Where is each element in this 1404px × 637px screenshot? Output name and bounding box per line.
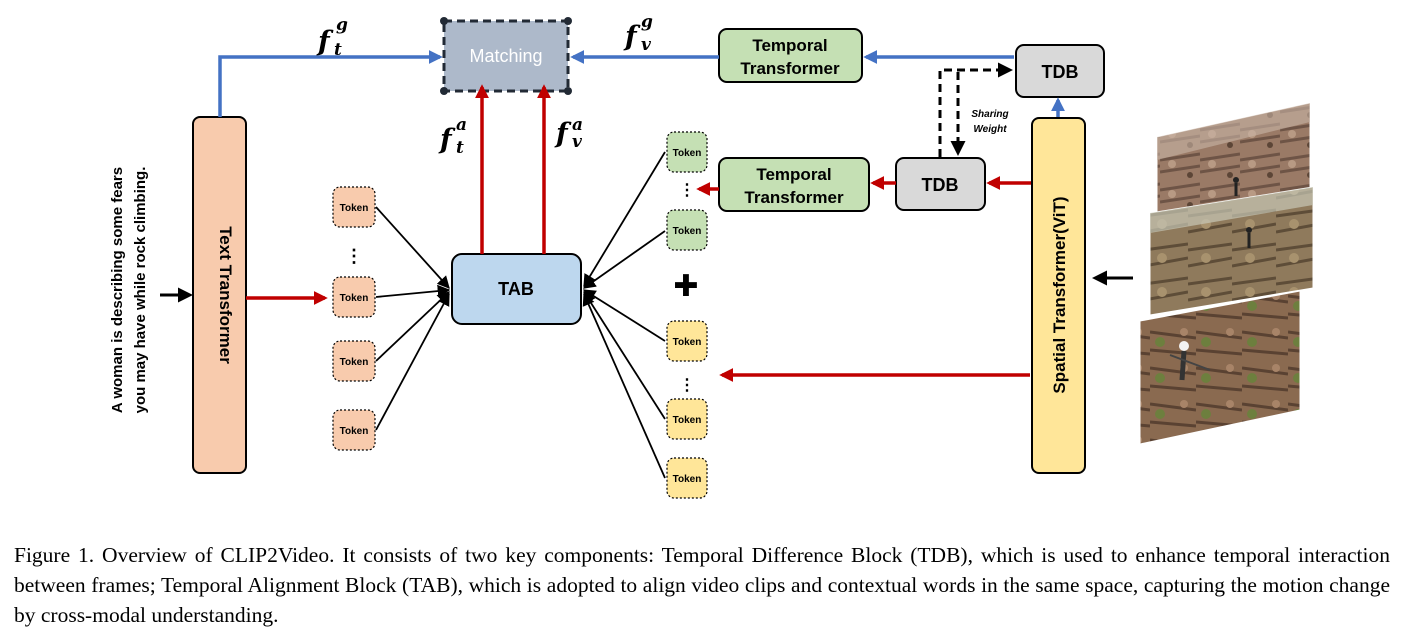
frame-token: Token [666,320,708,362]
input-sentence-line1: A woman is describing some fears [109,167,126,413]
label-f-v-g: f g v [623,12,653,55]
f-t-g-sub: t [334,40,342,60]
tdb-mid-block: TDB [895,157,986,211]
temporal-transformer-top: Temporal Transformer [718,28,863,83]
spatial-transformer-block: Spatial Transformer(ViT) [1031,117,1086,474]
f-t-a-sub: t [456,138,464,158]
motion-token: Token [666,131,708,173]
tdb-top-block: TDB [1015,44,1105,98]
input-sentence: A woman is describing some fears you may… [109,167,149,414]
text-token: Token [332,276,376,318]
text-token-label: Token [340,357,369,368]
label-f-v-a: f a v [554,115,583,152]
frame-token: Token [666,398,708,440]
label-f-t-a: f a t [438,115,467,158]
f-v-a-base: f [554,118,572,149]
temporal-transformer-mid: Temporal Transformer [718,157,870,212]
text-token-label: Token [340,293,369,304]
frame-token-label: Token [673,337,702,348]
frame-token: Token [666,457,708,499]
f-v-a-sup: a [572,115,583,135]
text-token: Token [332,340,376,382]
frame-token-ellipsis: ⋮ [679,377,695,394]
f-t-a-base: f [438,124,456,155]
tdb-mid-label: TDB [922,175,959,195]
f-t-g-sup: g [336,15,348,35]
video-frame-3 [1139,290,1301,445]
sharing-label-line2: Weight [973,124,1007,135]
f-v-g-sup: g [641,12,653,32]
temporal-top-line1: Temporal [752,36,827,55]
text-token-label: Token [340,426,369,437]
matching-block: Matching [440,17,572,95]
plus-icon: ✚ [673,269,698,304]
clip2video-diagram: Matching Text Transformer A woman is des… [109,12,1314,499]
tdb-top-label: TDB [1042,62,1079,82]
frame-token-label: Token [673,415,702,426]
f-v-g-base: f [623,21,641,52]
text-token: Token [332,186,376,228]
matching-label: Matching [469,46,542,66]
f-v-g-sub: v [641,35,652,55]
f-t-a-sup: a [456,115,467,135]
figure-caption: Figure 1. Overview of CLIP2Video. It con… [14,543,1390,627]
motion-token-ellipsis: ⋮ [679,182,695,199]
motion-tokens: Token ⋮ Token [666,131,708,251]
tab-label: TAB [498,279,534,299]
frame-token-label: Token [673,474,702,485]
motion-token-label: Token [673,148,702,159]
text-token-connectors [375,206,451,431]
text-token-label: Token [340,203,369,214]
sharing-label-line1: Sharing [971,109,1008,120]
text-token: Token [332,409,376,451]
f-v-a-sub: v [572,132,583,152]
arrow-text-global [218,50,443,117]
f-t-g-base: f [316,26,334,57]
temporal-top-line2: Transformer [740,59,840,78]
text-tokens: Token ⋮ Token Token Token [332,186,376,451]
video-token-connectors [582,151,666,479]
motion-token: Token [666,209,708,251]
text-transformer-label: Text Transformer [216,226,235,364]
text-transformer-block: Text Transformer [192,116,247,474]
label-f-t-g: f g t [316,15,348,60]
input-sentence-line2: you may have while rock climbing. [132,167,149,414]
video-frame-2 [1149,186,1314,316]
text-token-ellipsis: ⋮ [345,246,363,266]
motion-token-label: Token [673,226,702,237]
frame-tokens: Token ⋮ Token Token [666,320,708,499]
temporal-mid-line1: Temporal [756,165,831,184]
temporal-mid-line2: Transformer [744,188,844,207]
sharing-weight-link: Sharing Weight [938,62,1013,157]
spatial-transformer-label: Spatial Transformer(ViT) [1050,196,1069,393]
tab-block: TAB [451,253,582,325]
video-frames [1139,102,1314,445]
